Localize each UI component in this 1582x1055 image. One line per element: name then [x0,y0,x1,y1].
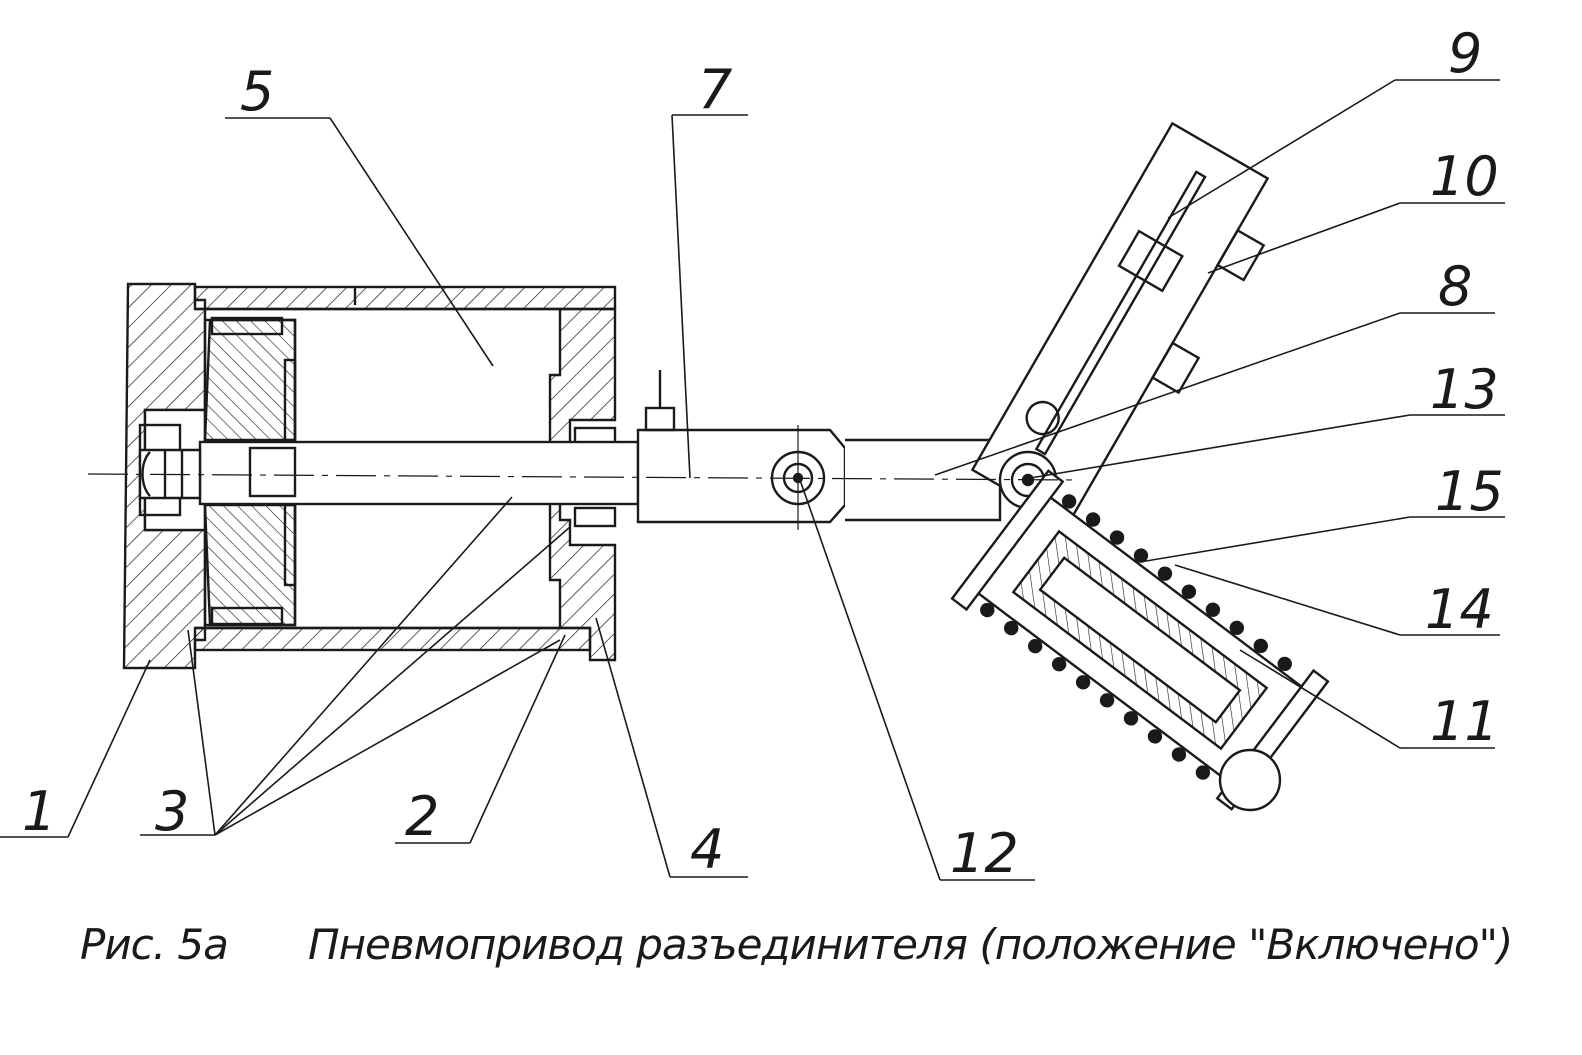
connecting-link [845,438,1002,522]
spring-pack [950,469,1330,811]
figure-title: Пневмопривод разъединителя (положение "В… [308,920,1513,969]
callout-10: 10 [1430,145,1499,208]
callout-9: 9 [1448,22,1482,85]
axis-centerline [87,473,1081,481]
piston-rod [138,440,640,506]
callout-5: 5 [240,60,274,123]
piston [203,316,297,627]
figure-number: Рис. 5а [80,920,229,969]
callout-13: 13 [1430,358,1499,421]
callout-15: 15 [1435,460,1504,523]
callout-labels: 1 2 3 4 5 7 8 9 10 11 12 13 14 15 [22,22,1504,885]
callout-2: 2 [405,785,439,848]
callout-12: 12 [950,822,1019,885]
switch-lever [970,121,1270,527]
callout-8: 8 [1438,255,1472,318]
callout-7: 7 [698,58,732,121]
callout-4: 4 [690,818,724,881]
spring-end-roller [1218,748,1282,812]
callout-11: 11 [1430,690,1499,753]
callout-14: 14 [1425,578,1494,641]
callout-1: 1 [22,780,56,843]
leader-lines [0,79,1505,881]
cylinder-end-cap [122,282,207,670]
rod-end-fork [636,370,847,530]
cylinder-front-cap [548,307,617,662]
cylinder-tube [193,285,617,652]
callout-3: 3 [155,780,189,843]
